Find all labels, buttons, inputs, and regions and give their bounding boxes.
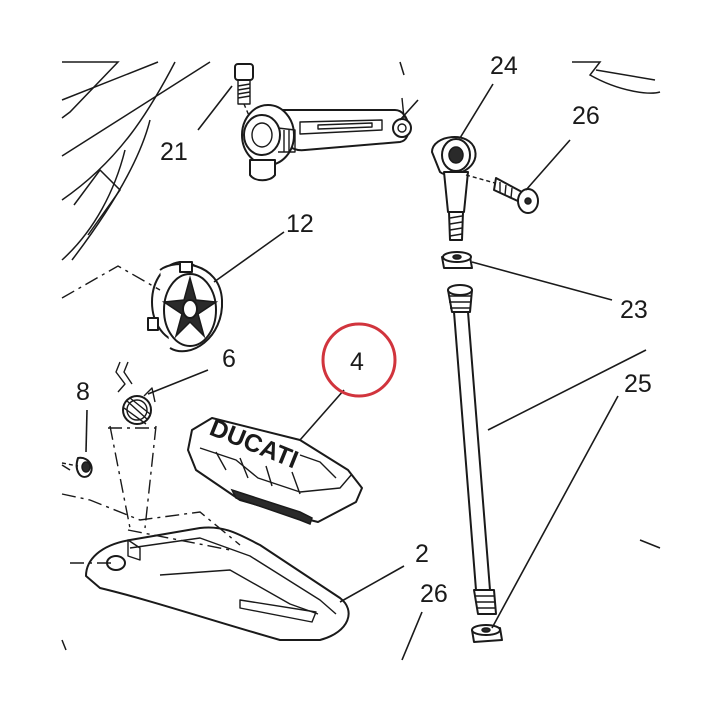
callout-8: 8 [76, 378, 90, 406]
frame-background-lines [61, 61, 661, 651]
linkage-rod-25 [447, 284, 497, 615]
bolt-21 [234, 63, 254, 119]
assembly-axis-lines [61, 265, 241, 564]
callout-23: 23 [620, 296, 648, 324]
callout-21: 21 [160, 138, 188, 166]
rod-end-24 [431, 136, 477, 241]
shift-lever-arm [241, 97, 412, 182]
callout-labels: 21 12 6 8 4 2 24 26 23 25 26 [76, 52, 652, 608]
pin-8 [61, 456, 93, 478]
bolt-26-top [465, 174, 539, 214]
spring-6 [115, 361, 156, 425]
cover-12 [147, 261, 224, 353]
callout-4: 4 [350, 348, 364, 376]
callout-2: 2 [415, 540, 429, 568]
callout-25: 25 [624, 370, 652, 398]
callout-26-top: 26 [572, 102, 600, 130]
nut-23-lower [471, 624, 503, 643]
callout-24: 24 [490, 52, 518, 80]
footpeg-body-2 [85, 526, 350, 641]
nut-23-upper [441, 251, 473, 269]
callout-26-bottom: 26 [420, 580, 448, 608]
callout-6: 6 [222, 345, 236, 373]
callout-12: 12 [286, 210, 314, 238]
highlight-ring [321, 322, 397, 398]
leader-lines [85, 83, 647, 661]
footpeg-rubber-4: DUCATI [187, 414, 363, 525]
